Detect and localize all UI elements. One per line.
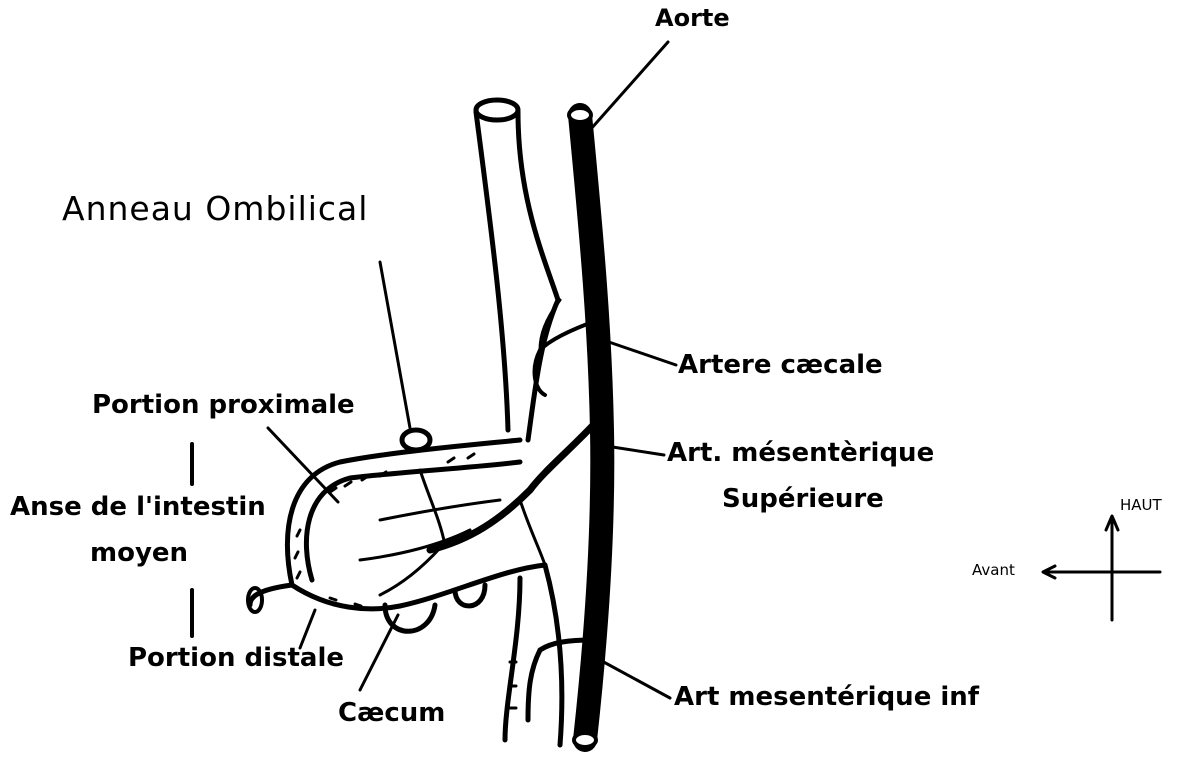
leader-art-mes-inf xyxy=(600,660,670,698)
aorta-top-opening xyxy=(569,108,591,122)
gut-tube-upper-opening xyxy=(476,100,518,120)
leader-anneau-ombilical xyxy=(380,262,410,428)
label-art-mes-sup-line1: Art. mésentèrique xyxy=(667,440,934,466)
label-artere-caecale: Artere cæcale xyxy=(678,352,883,378)
leader-aorte xyxy=(590,42,668,130)
label-portion-distale: Portion distale xyxy=(128,645,344,671)
aorta-bottom-opening xyxy=(574,733,596,747)
label-aorte: Aorte xyxy=(655,6,730,30)
leader-artere-caecale xyxy=(603,340,676,365)
gut-tube-upper xyxy=(476,112,558,440)
compass-label-haut: HAUT xyxy=(1120,498,1162,513)
leader-caecum xyxy=(360,615,398,690)
label-anse-line1: Anse de l'intestin xyxy=(10,494,266,520)
sma-branch-1 xyxy=(380,500,500,520)
leader-art-mes-sup xyxy=(606,446,664,455)
label-art-mes-sup-line2: Supérieure xyxy=(722,486,884,512)
label-anneau-ombilical: Anneau Ombilical xyxy=(62,192,368,225)
umbilical-ring xyxy=(402,430,430,450)
label-caecum: Cæcum xyxy=(338,700,445,726)
label-anse-line2: moyen xyxy=(90,540,188,566)
gut-tube-lower xyxy=(505,565,562,745)
label-portion-proximale: Portion proximale xyxy=(92,392,355,418)
compass-label-avant: Avant xyxy=(972,563,1015,578)
label-art-mes-inf: Art mesentérique inf xyxy=(674,684,979,710)
sma-branch-4 xyxy=(520,500,545,565)
